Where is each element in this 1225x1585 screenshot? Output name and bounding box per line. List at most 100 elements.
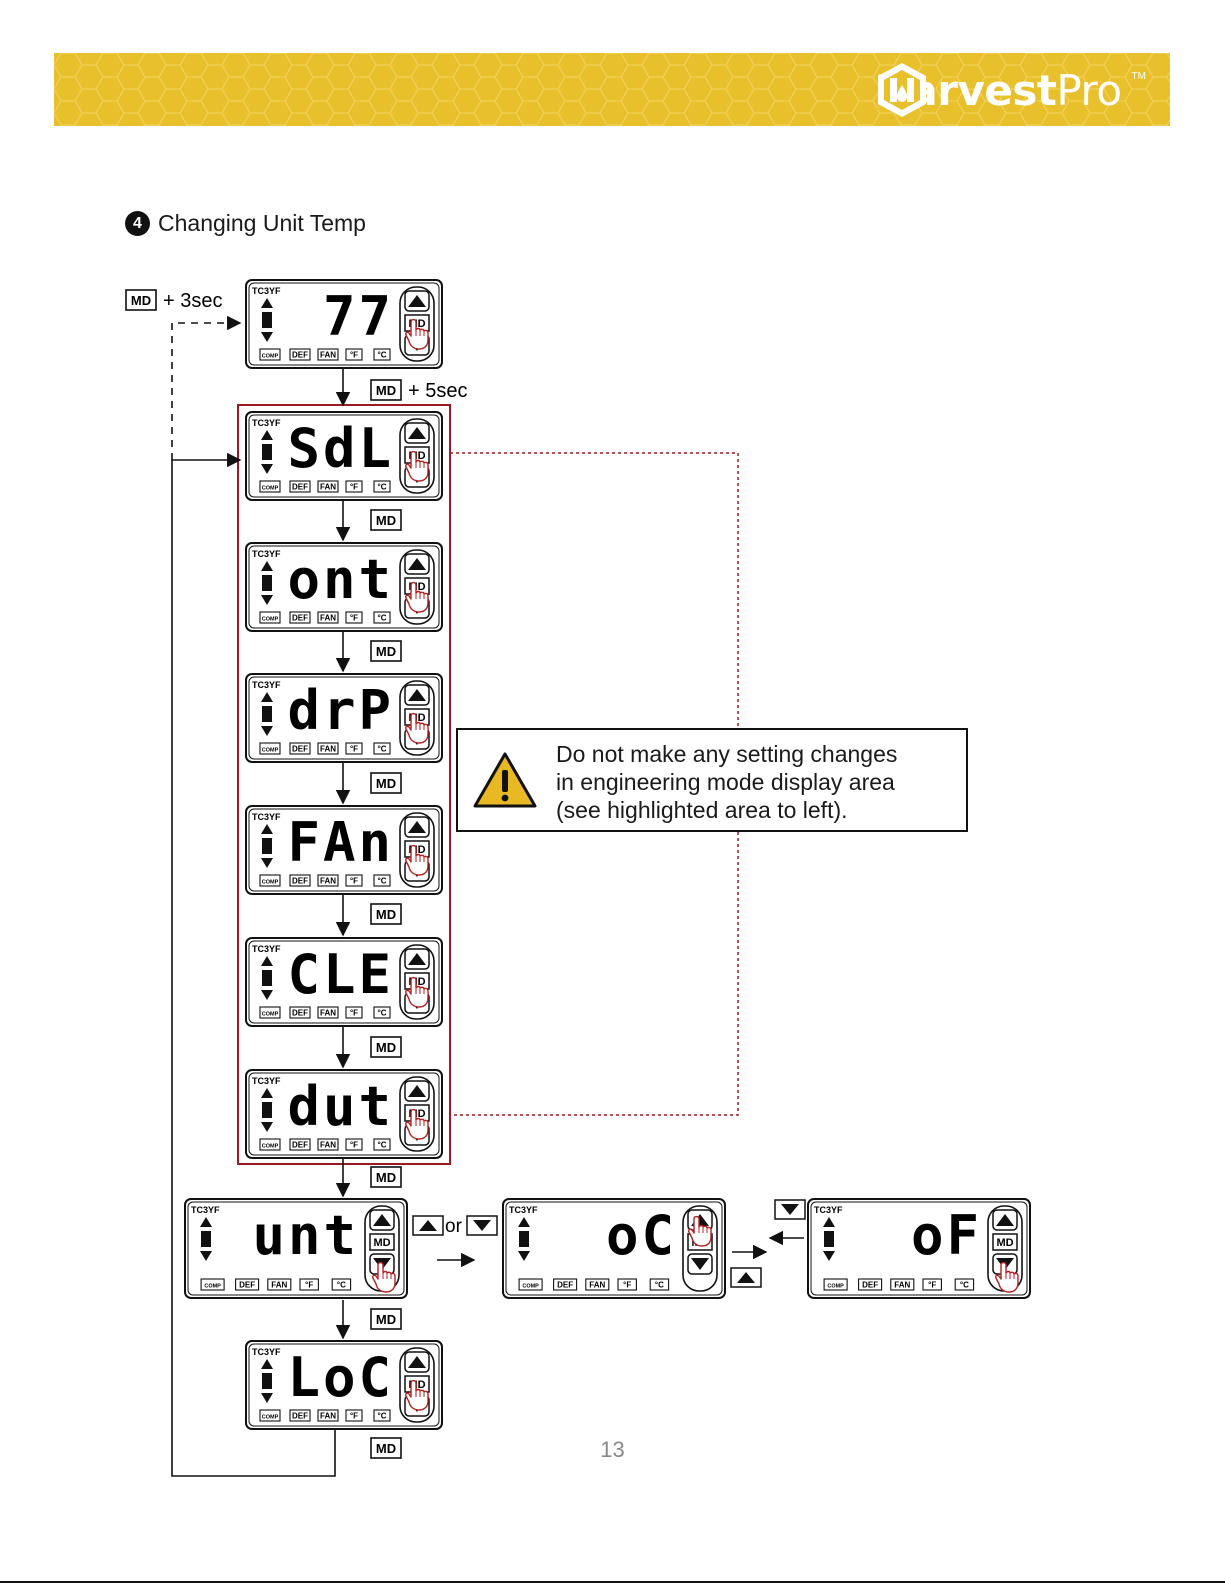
indicator-1: DEF — [235, 1278, 260, 1291]
warning-line-3: (see highlighted area to left). — [556, 797, 848, 823]
indicator-2: FAN — [890, 1278, 915, 1291]
indicator-3: °F — [299, 1278, 319, 1291]
md-button[interactable] — [992, 1233, 1018, 1251]
model-label: TC3YF — [252, 549, 281, 559]
svg-text:FAN: FAN — [894, 1281, 910, 1290]
svg-text:DEF: DEF — [292, 877, 308, 886]
indicator-0: COMP — [259, 480, 281, 493]
md-button[interactable] — [369, 1233, 395, 1251]
indicator-0: COMP — [259, 874, 281, 887]
lcd-readout: oC — [606, 1204, 677, 1267]
indicator-0: COMP — [259, 1138, 281, 1151]
indicator-1: DEF — [289, 348, 311, 361]
down-indicator-icon — [518, 1251, 530, 1261]
svg-text:DEF: DEF — [292, 745, 308, 754]
up-arrow-icon — [419, 1220, 437, 1231]
indicator-2: FAN — [317, 742, 339, 755]
indicator-4: °C — [373, 874, 391, 887]
svg-text:DEF: DEF — [862, 1281, 878, 1290]
bar-indicator — [262, 444, 272, 460]
svg-text:°F: °F — [350, 351, 358, 360]
down-indicator-icon — [261, 595, 273, 605]
svg-text:DEF: DEF — [292, 483, 308, 492]
step-number-badge: 4 — [125, 211, 150, 236]
pointing-hand-icon — [405, 1379, 429, 1411]
svg-text:DEF: DEF — [292, 614, 308, 623]
svg-text:°F: °F — [350, 614, 358, 623]
md-step-0: MD — [335, 500, 402, 542]
indicator-1: DEF — [289, 611, 311, 624]
indicator-1: DEF — [553, 1278, 578, 1291]
svg-text:°C: °C — [960, 1281, 969, 1290]
svg-text:°C: °C — [378, 483, 387, 492]
svg-text:°F: °F — [350, 1141, 358, 1150]
bottom-rule — [0, 1581, 1225, 1583]
down-indicator-icon — [261, 726, 273, 736]
indicator-3: °F — [345, 1006, 363, 1019]
indicator-2: FAN — [317, 1409, 339, 1422]
md-key-label: MD — [376, 776, 396, 791]
indicator-0: COMP — [518, 1278, 543, 1291]
indicator-3: °F — [922, 1278, 942, 1291]
svg-text:COMP: COMP — [262, 1415, 279, 1421]
down-indicator-icon — [200, 1251, 212, 1261]
indicator-3: °F — [345, 1409, 363, 1422]
svg-text:°F: °F — [350, 1009, 358, 1018]
down-key-to-of — [774, 1199, 806, 1220]
pointing-hand-icon — [372, 1261, 396, 1293]
indicator-3: °F — [345, 480, 363, 493]
md-step-5: MD — [335, 1158, 402, 1198]
md-key-label: MD — [376, 644, 396, 659]
svg-text:COMP: COMP — [522, 1284, 539, 1290]
bar-indicator — [262, 575, 272, 591]
svg-text:DEF: DEF — [292, 1141, 308, 1150]
indicator-0: COMP — [259, 1006, 281, 1019]
indicator-4: °C — [373, 348, 391, 361]
engineering-entry-instruction: MD + 5sec — [370, 379, 467, 402]
md-key-label: MD — [376, 1040, 396, 1055]
indicator-4: °C — [954, 1278, 975, 1291]
indicator-4: °C — [373, 1138, 391, 1151]
up-arrow-icon — [408, 427, 426, 439]
indicator-1: DEF — [289, 1138, 311, 1151]
pointing-hand-icon — [405, 318, 429, 350]
brand-logo: HarvestPro TM — [875, 61, 1146, 119]
model-label: TC3YF — [252, 286, 281, 296]
md-step-2: MD — [335, 762, 402, 805]
up-indicator-icon — [261, 956, 273, 966]
indicator-3: °F — [345, 348, 363, 361]
indicator-2: FAN — [585, 1278, 610, 1291]
page-number: 13 — [600, 1437, 625, 1462]
highlight-leader-bottom — [450, 832, 739, 1116]
bar-indicator — [262, 1102, 272, 1118]
up-arrow-icon — [408, 295, 426, 307]
svg-text:COMP: COMP — [262, 354, 279, 360]
indicator-2: FAN — [317, 348, 339, 361]
indicator-4: °C — [373, 1409, 391, 1422]
down-indicator-icon — [261, 464, 273, 474]
section-heading: 4 Changing Unit Temp — [125, 210, 366, 237]
model-label: TC3YF — [509, 1205, 538, 1215]
svg-text:COMP: COMP — [262, 748, 279, 754]
svg-text:°F: °F — [350, 1412, 358, 1421]
lcd-readout: oF — [911, 1204, 982, 1267]
indicator-1: DEF — [289, 874, 311, 887]
svg-text:FAN: FAN — [271, 1281, 287, 1290]
md-key-label: MD — [376, 1441, 396, 1456]
svg-text:°F: °F — [350, 745, 358, 754]
bar-indicator — [824, 1231, 834, 1247]
indicator-2: FAN — [317, 1006, 339, 1019]
indicator-0: COMP — [823, 1278, 848, 1291]
svg-text:°C: °C — [378, 351, 387, 360]
indicator-4: °C — [373, 480, 391, 493]
entry-instruction: MD + 3sec — [125, 289, 222, 312]
